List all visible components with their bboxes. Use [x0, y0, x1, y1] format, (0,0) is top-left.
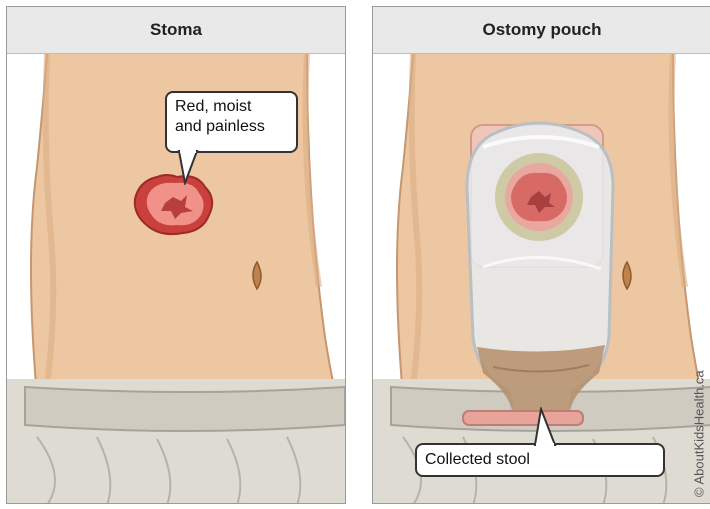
stool-callout: Collected stool: [415, 443, 665, 477]
ostomy-pouch: [467, 123, 613, 415]
stoma-callout-text: Red, moist and painless: [175, 98, 265, 135]
panel-ostomy-pouch: Ostomy pouch Collected stool: [372, 6, 710, 504]
stoma-callout: Red, moist and painless: [165, 91, 298, 153]
copyright-text: © AboutKidsHealth.ca: [692, 370, 707, 497]
callout-pointer: [175, 149, 205, 185]
stoma-illustration: [7, 7, 346, 504]
callout-pointer: [533, 407, 559, 447]
panel-stoma: Stoma Red, moist and painless: [6, 6, 346, 504]
pouch-clip: [463, 411, 583, 425]
stool-callout-text: Collected stool: [425, 451, 530, 468]
panel-title-ostomy-pouch: Ostomy pouch: [373, 7, 710, 54]
panel-title-stoma: Stoma: [7, 7, 345, 54]
